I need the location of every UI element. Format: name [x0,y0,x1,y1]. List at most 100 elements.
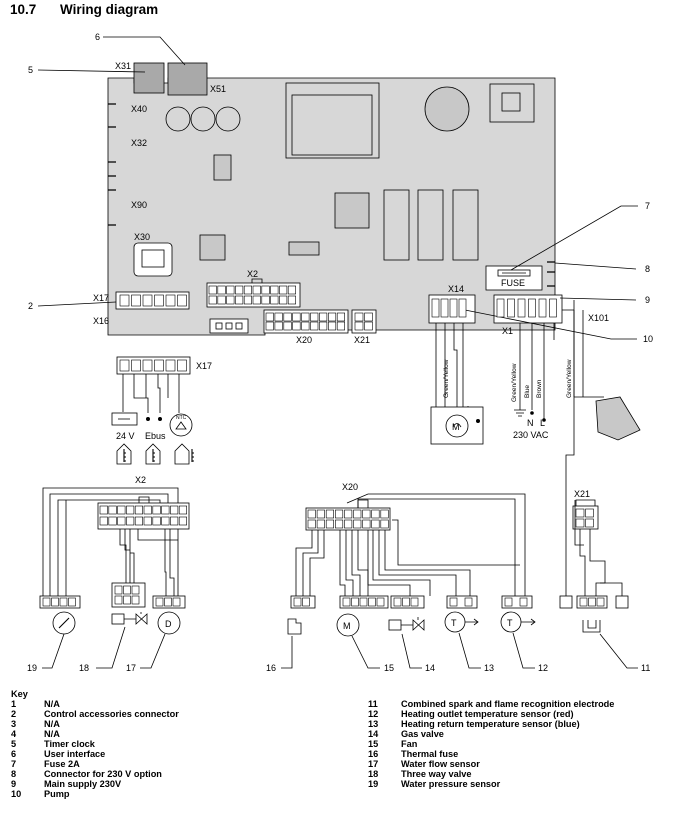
valve-pin [123,585,131,595]
pressure-sensor-pin [51,597,59,607]
x21-board-pin [364,312,373,322]
x20-bottom-pin [334,519,344,529]
x20-bottom-pin [380,519,389,529]
x17-board-label: X17 [93,293,109,303]
x21-bottom-pin [575,518,585,528]
bottom-leaders [42,626,638,669]
x21-board-label: X21 [354,335,370,345]
x20-bottom-pin [325,519,335,529]
x17-board-pin [154,294,164,307]
mains-blue-label: Blue [524,385,531,398]
fan-pin [359,597,368,607]
x20-bottom-pin [325,509,335,519]
section-heading: Wiring diagram [60,2,159,17]
x2-board-pin [252,295,261,305]
outlet-sensor-pin [504,597,513,607]
fan-pin [351,597,359,607]
flow-sensor-pin [164,597,172,607]
x90-label: X90 [131,200,147,210]
x21-board-pin [364,321,373,331]
x2-bottom-pin [161,516,170,526]
x1-board-pin [517,298,526,318]
x20-board-pin [274,312,283,322]
x20-bottom-pin [362,509,371,519]
x20-bottom-pin [353,509,362,519]
num-13: 13 [484,663,494,673]
x20-board-pin [319,312,328,322]
x20-board-pin [265,321,274,331]
fuse-label: FUSE [501,278,525,288]
x2-bottom-section [42,487,190,596]
x21-bottom-pin [575,508,585,518]
x20-board-pin [274,321,283,331]
x20-board-pin [301,312,310,322]
x20-board-pin [327,312,337,322]
x2-board-pin [208,295,217,305]
x2-bottom-pin [152,505,161,515]
x20-bottom-pin [307,509,316,519]
x20-board-pin [327,321,337,331]
num-19: 19 [27,663,37,673]
valve-pin [123,595,131,605]
fan-letter: M [343,621,351,631]
x20-bottom-pin [362,519,371,529]
x31-label: X31 [115,61,131,71]
x2-bottom-label: X2 [135,475,146,485]
x17-ext-label: X17 [196,361,212,371]
x2-bottom-pin [143,516,152,526]
gas-valve-pin [402,597,410,607]
key-title: Key [11,689,28,699]
x20-bottom-pin [371,519,380,529]
x2-bottom-pin [178,516,187,526]
num-18: 18 [79,663,89,673]
x21-bottom-section [559,499,629,633]
x20-board-pin [265,312,274,322]
x2-board-pin [279,285,288,295]
x21-bottom-label: X21 [574,489,590,499]
x20-bottom-section [295,493,526,596]
x1-board-pin [496,298,505,318]
return-temp-letter: T [451,618,457,628]
x20-bottom-pin [344,509,353,519]
flow-sensor-letter: D [165,619,172,629]
mains-section [514,323,555,422]
thermal-fuse-pin [302,597,310,607]
x2-bottom-pin [178,505,187,515]
x2-bottom-pin [99,505,108,515]
callout-6: 6 [95,32,100,42]
x20-board-pin [283,321,292,331]
x30-label: X30 [134,232,150,242]
x20-bottom-pin [334,509,344,519]
x20-board-pin [292,312,301,322]
main-pcb [107,77,563,336]
return-sensor-pin [449,597,458,607]
x17-ext-pin [165,359,176,372]
electrode-pin [596,597,605,607]
x2-board-pin [208,285,217,295]
pressure-sensor-pin [68,597,76,607]
x17-board-pin [177,294,187,307]
x14-board-pin [440,298,449,318]
callout-10: 10 [643,334,653,344]
x17-section [111,356,194,465]
x17-ext-pin [177,359,187,372]
x20-bottom-label: X20 [342,482,358,492]
x2-board-pin [270,285,279,295]
x2-bottom-pin [126,516,135,526]
valve-pin [131,585,140,595]
x2-board-pin [261,285,270,295]
x21-board-pin [354,312,364,322]
x2-board-pin [270,295,279,305]
x17-board-pin [165,294,176,307]
valve-pin [114,595,123,605]
